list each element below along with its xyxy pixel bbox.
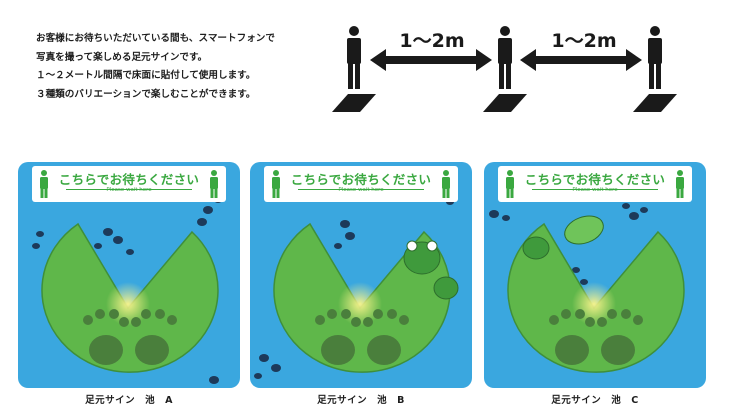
wait-banner-subtitle: Please wait here — [572, 187, 618, 193]
person-standing-icon — [272, 170, 280, 198]
tadpole-icon — [254, 167, 454, 379]
wait-banner-title: こちらでお待ちください — [524, 172, 666, 187]
person-standing-icon — [498, 26, 512, 89]
distance-label: 1～2m — [399, 30, 465, 52]
floor-sign-b: こちらでお待ちください Please wait here — [250, 162, 472, 388]
wait-banner-title: こちらでお待ちください — [58, 172, 200, 187]
wait-banner-subtitle: Please wait here — [106, 187, 152, 193]
intro-line: 写真を撮って楽しめる足元サインです。 — [36, 51, 208, 63]
sign-caption-c: 足元サイン 池 C — [551, 395, 639, 406]
intro-line: お客様にお待ちいただいている間も、スマートフォンで — [36, 33, 275, 44]
floor-mark-icon — [483, 94, 527, 112]
frog-icon — [564, 215, 604, 245]
person-standing-icon — [347, 26, 361, 89]
footprint-icon — [315, 309, 409, 365]
intro-line: ３種類のバリエーションで楽しむことができます。 — [36, 88, 256, 100]
person-standing-icon — [648, 26, 662, 89]
pond-illustration — [484, 162, 706, 388]
distance-label: 1～2m — [551, 30, 617, 52]
wait-banner: こちらでお待ちください Please wait here — [264, 166, 458, 202]
tadpole-icon — [489, 203, 648, 285]
person-standing-icon — [676, 170, 684, 198]
divider — [66, 188, 192, 190]
floor-mark-icon — [332, 94, 376, 112]
tadpole-icon — [32, 197, 222, 384]
divider — [298, 188, 424, 190]
sign-caption-b: 足元サイン 池 B — [317, 395, 405, 406]
wait-banner: こちらでお待ちください Please wait here — [32, 166, 226, 202]
person-standing-icon — [506, 170, 514, 198]
person-standing-icon — [210, 170, 218, 198]
double-arrow-icon — [370, 49, 492, 71]
footprint-icon — [549, 309, 643, 365]
divider — [532, 188, 658, 190]
frog-icon — [403, 240, 441, 275]
floor-sign-a: こちらでお待ちください Please wait here — [18, 162, 240, 388]
double-arrow-icon — [520, 49, 642, 71]
pond-illustration — [18, 162, 240, 388]
pond-illustration — [250, 162, 472, 388]
intro-line: １～２メートル間隔で床面に貼付して使用します。 — [36, 70, 256, 81]
frog-icon — [433, 276, 459, 300]
floor-sign-c: こちらでお待ちください Please wait here — [484, 162, 706, 388]
intro-text: お客様にお待ちいただいている間も、スマートフォンで 写真を撮って楽しめる足元サイ… — [36, 30, 275, 104]
wait-banner-subtitle: Please wait here — [338, 187, 384, 193]
wait-banner-title: こちらでお待ちください — [290, 172, 432, 187]
person-standing-icon — [442, 170, 450, 198]
floor-mark-icon — [633, 94, 677, 112]
spacing-diagram-graphic — [332, 26, 677, 112]
frog-icon — [522, 236, 550, 260]
lily-pad — [41, 222, 219, 373]
wait-banner: こちらでお待ちください Please wait here — [498, 166, 692, 202]
person-standing-icon — [40, 170, 48, 198]
footprint-icon — [83, 309, 177, 365]
spacing-diagram: 1～2m 1～2m — [330, 14, 690, 124]
sign-caption-a: 足元サイン 池 A — [85, 395, 173, 406]
